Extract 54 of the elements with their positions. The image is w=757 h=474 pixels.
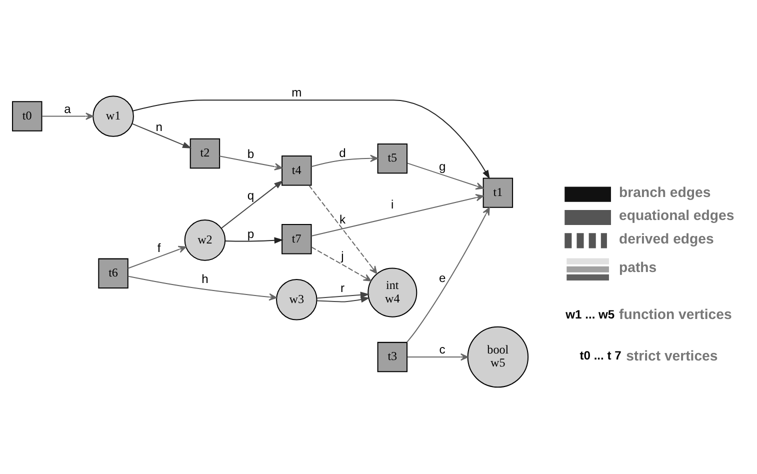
edge-label: c [439, 342, 446, 357]
edge-label: e [438, 271, 446, 286]
arrow [128, 246, 186, 269]
edge-label: h [202, 272, 208, 286]
node-box: t0 [12, 101, 42, 132]
edge-label: m [292, 86, 302, 100]
node-box: t1 [482, 178, 514, 208]
node-box: t2 [190, 138, 220, 169]
arrow [220, 156, 282, 170]
arrow [42, 112, 94, 120]
edge-label: j [341, 248, 344, 263]
node-box: t6 [98, 258, 128, 289]
arrow [132, 123, 192, 148]
arrow [317, 292, 370, 299]
node-circle: bool w5 [467, 326, 529, 388]
edge-label: g [438, 159, 446, 174]
edge-label: d [339, 146, 346, 160]
node-circle: w3 [276, 278, 318, 320]
edge-label: q [247, 188, 254, 202]
label: strict vertices [626, 347, 718, 364]
legend-label: branch edges [619, 184, 711, 200]
node-box: t3 [377, 342, 408, 372]
label: w1 ... w5 [566, 307, 615, 322]
arrow [225, 237, 284, 244]
arrow [221, 180, 284, 228]
edge-label: a [64, 102, 71, 116]
arrow [407, 353, 468, 361]
arrow [316, 296, 370, 303]
node-box: t4 [282, 156, 312, 186]
arrow [311, 154, 378, 168]
arrow [311, 194, 484, 236]
node-circle: w2 [184, 220, 226, 261]
edge-label: n [156, 120, 162, 134]
edge-label: p [247, 226, 254, 241]
label: t0 ... t 7 [580, 348, 622, 363]
arrow [406, 207, 490, 342]
legend-label: derived edges [619, 230, 714, 246]
node-box: t7 [282, 224, 312, 254]
node-box: t5 [377, 143, 408, 174]
arrow [407, 162, 484, 190]
node-circle: w1 [92, 96, 134, 137]
node-circle: int w4 [368, 268, 418, 318]
arrow [311, 246, 372, 282]
edge-label: r [340, 281, 345, 296]
edge-label: b [247, 147, 254, 162]
legend-label: equational edges [619, 207, 734, 224]
edge-label: i [391, 198, 394, 212]
arrow [132, 100, 490, 180]
edge-label: f [157, 240, 161, 255]
label: function vertices [619, 306, 732, 322]
legend-label: paths [619, 259, 657, 276]
arrow [308, 185, 378, 274]
edge-label: k [339, 212, 346, 227]
arrow [128, 276, 277, 301]
